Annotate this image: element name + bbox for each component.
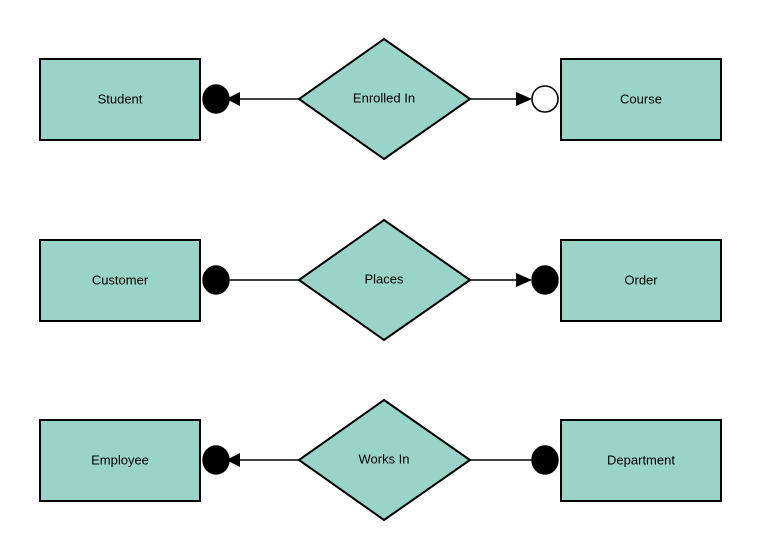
cardinality-marker-filled-circle-left-1[interactable] [202,84,230,114]
arrowhead-left-3 [226,453,240,467]
entity-label-department: Department [607,452,675,467]
relationship-group-student-enrolled-in-course: Student Enrolled In Course [39,37,722,161]
relationship-diamond-enrolled-in[interactable] [297,37,472,161]
arrowhead-right-2 [516,273,532,287]
entity-box-customer[interactable] [39,239,201,322]
entity-box-course[interactable] [560,58,722,141]
entity-label-employee: Employee [91,452,149,467]
entity-box-order[interactable] [560,239,722,322]
cardinality-marker-filled-circle-left-2[interactable] [202,265,230,295]
relationship-label-places: Places [364,271,404,286]
entity-label-customer: Customer [92,272,149,287]
cardinality-marker-filled-circle-left-3[interactable] [202,445,230,475]
arrowhead-left-1 [226,92,240,106]
entity-box-student[interactable] [39,58,201,141]
relationship-label-enrolled-in: Enrolled In [353,90,415,105]
cardinality-marker-filled-circle-right-3[interactable] [531,445,559,475]
entity-box-employee[interactable] [39,419,201,502]
relationship-diamond-works-in[interactable] [297,398,472,522]
entity-box-department[interactable] [560,419,722,502]
entity-label-course: Course [620,91,662,106]
relationship-group-customer-places-order: Customer Places Order [39,218,722,342]
entity-label-student: Student [98,91,143,106]
entity-label-order: Order [624,272,658,287]
relationship-diamond-places[interactable] [297,218,472,342]
cardinality-marker-filled-circle-right-2[interactable] [531,265,559,295]
relationship-group-employee-works-in-department: Employee Works In Department [39,398,722,522]
relationship-label-works-in: Works In [358,451,409,466]
cardinality-marker-hollow-circle-right-1[interactable] [531,85,559,113]
arrowhead-right-1 [516,92,532,106]
